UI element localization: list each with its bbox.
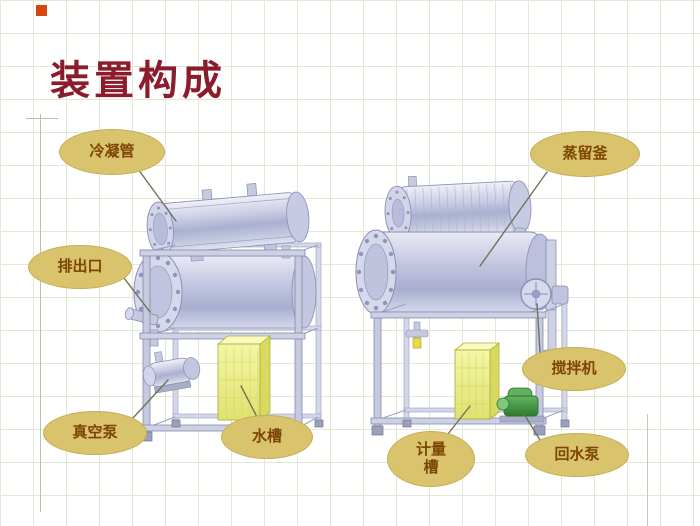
return-pump-part — [496, 387, 545, 423]
callout-label: 排出口 — [57, 258, 103, 275]
callout-distillation-kettle: 蒸留釜 — [530, 131, 640, 177]
callout-label: 搅拌机 — [551, 360, 597, 377]
slide-title: 装置构成 — [50, 59, 226, 103]
callout-label: 冷凝管 — [89, 143, 135, 160]
right-machine-illustration — [355, 175, 570, 436]
left-machine-illustration — [124, 183, 324, 442]
callout-label: 真空泵 — [72, 424, 118, 441]
callout-label: 蒸留釜 — [562, 145, 608, 162]
callout-label: 回水泵 — [554, 446, 600, 463]
callout-label: 水槽 — [251, 428, 282, 445]
right-valve-fitting — [405, 321, 429, 349]
callout-metering-tank: 计量 槽 — [387, 431, 475, 487]
right-vessel-bolts — [356, 233, 396, 311]
callout-label: 计量 槽 — [415, 441, 446, 476]
distillation-kettle-part — [355, 229, 569, 363]
vacuum-pump-part — [142, 351, 201, 394]
callout-condenser-tube: 冷凝管 — [59, 129, 165, 175]
callout-connectors — [123, 168, 548, 441]
callout-water-tank: 水槽 — [221, 415, 313, 459]
corner-accent-square — [36, 5, 47, 16]
callout-return-pump: 回水泵 — [525, 433, 629, 477]
left-frame-front — [139, 244, 319, 435]
water-tank-part — [216, 335, 272, 421]
callout-stirrer: 搅拌机 — [522, 347, 626, 391]
metering-tank-part — [453, 342, 501, 420]
right-condenser-cylinder — [384, 175, 532, 241]
left-condenser-bolts — [148, 206, 172, 252]
guide-vertical-line-left — [40, 114, 41, 512]
right-frame-feet — [371, 419, 570, 436]
left-vessel — [124, 251, 317, 347]
guide-horizontal-tick — [26, 118, 58, 119]
callout-discharge-outlet: 排出口 — [28, 245, 132, 289]
callout-vacuum-pump: 真空泵 — [43, 411, 147, 455]
guide-vertical-line-right — [647, 414, 648, 526]
right-condenser-bolts — [386, 190, 410, 236]
